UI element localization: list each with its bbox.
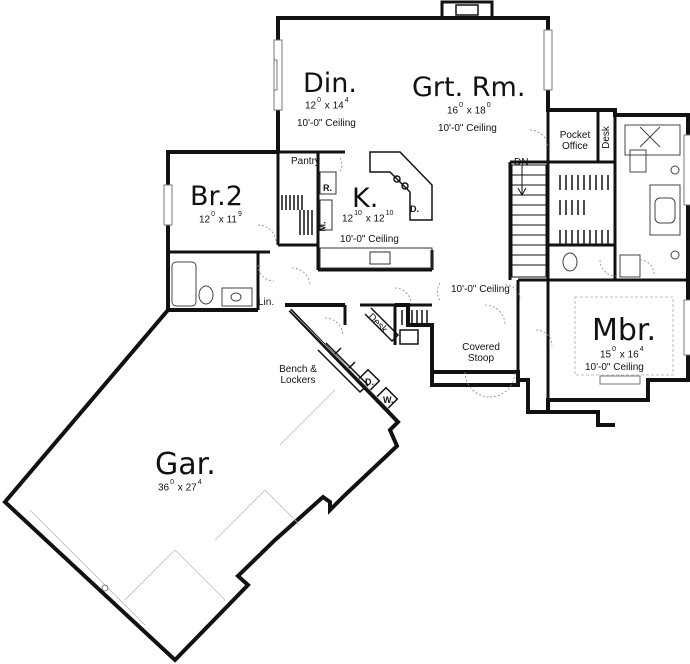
great-room-width: 16	[447, 105, 459, 117]
window-master-bath	[683, 134, 690, 206]
bedroom2-name: Br.2	[190, 181, 243, 212]
stair-down-label: DN	[514, 157, 529, 168]
great-room-name: Grt. Rm.	[412, 72, 526, 103]
pantry-label: Pantry	[291, 156, 320, 167]
stoop-wall	[430, 325, 520, 387]
dining-room-name: Din.	[303, 68, 357, 99]
closet-hatching	[281, 175, 609, 325]
tub-master	[649, 184, 681, 236]
master-bedroom-name: Mbr.	[592, 313, 657, 348]
hall-ceiling-label: 10'-0" Ceiling	[451, 284, 510, 295]
kitchen-dimensions: 1210 x 1210	[342, 210, 394, 225]
washer-label: W.	[383, 395, 394, 405]
master-bedroom-ceiling: 10'-0" Ceiling	[585, 362, 644, 373]
great-room-ceiling: 10'-0" Ceiling	[438, 123, 497, 134]
master-width: 15	[600, 349, 612, 361]
great-room-height-fraction: 0	[486, 102, 491, 109]
toilet-master	[562, 252, 578, 272]
bedroom-wing-outline	[166, 150, 278, 312]
window-master	[683, 299, 690, 356]
dishwasher-label: D.	[410, 204, 419, 214]
vanity-bedroom2	[221, 287, 253, 307]
master-height: 16	[627, 349, 639, 361]
master-width-fraction: 0	[612, 346, 617, 353]
staircase	[511, 164, 547, 278]
dining-height-fraction: 4	[344, 97, 349, 104]
great-room-width-fraction: 0	[459, 102, 464, 109]
kitchen-height: 12	[373, 213, 385, 225]
window-dining	[273, 39, 283, 111]
master-height-fraction: 4	[639, 346, 644, 353]
refrigerator-label: R.	[323, 183, 332, 193]
dryer-label: D.	[365, 377, 374, 387]
dining-height: 14	[332, 100, 344, 112]
dining-width-fraction: 0	[317, 97, 322, 104]
bench-lockers-label: Bench & Lockers	[279, 364, 317, 386]
toilet-bedroom2	[198, 285, 214, 305]
kitchen-width-fraction: 10	[354, 210, 362, 217]
garage-name: Gar.	[155, 447, 216, 482]
garage-dimensions: 360 x 274	[158, 479, 202, 494]
garage-height: 27	[185, 482, 197, 494]
garage-outline	[2, 308, 401, 663]
master-front-wall	[546, 400, 615, 427]
dining-width: 12	[305, 100, 317, 112]
bedroom2-width-fraction: 0	[211, 211, 216, 218]
door-swings	[257, 129, 655, 398]
window-master-front	[599, 375, 641, 385]
closet-master-1	[559, 175, 609, 190]
window-bedroom2	[163, 184, 173, 226]
great-room-height: 18	[474, 105, 486, 117]
closet-mudroom	[401, 310, 428, 325]
window-great-room	[543, 29, 553, 91]
covered-stoop-label: Covered Stoop	[462, 342, 500, 364]
bathtub-bedroom2	[171, 261, 197, 307]
master-ceiling-outline	[574, 296, 674, 376]
closet-bedroom2	[281, 195, 303, 210]
garage-details	[29, 309, 391, 626]
dining-room-ceiling: 10'-0" Ceiling	[297, 118, 356, 129]
garage-width-fraction: 0	[170, 479, 175, 486]
closet-hall	[299, 210, 313, 235]
closet-master-2	[559, 200, 585, 215]
windows	[163, 29, 690, 385]
bedroom2-height: 11	[226, 214, 237, 226]
garage-width: 36	[158, 482, 170, 494]
kitchen-height-fraction: 10	[385, 210, 394, 217]
fireplace	[440, 0, 494, 18]
office-desk-label: Desk	[600, 126, 612, 149]
pocket-office-label: Pocket Office	[559, 130, 591, 152]
kitchen-island	[369, 151, 433, 221]
linen-label: Lin.	[258, 297, 275, 308]
mudroom-fixtures	[317, 307, 419, 412]
closet-master-3	[559, 230, 609, 244]
garage-height-fraction: 4	[197, 479, 202, 486]
shower-master	[624, 124, 681, 156]
bedroom2-dimensions: 120 x 119	[199, 211, 242, 226]
kitchen-name: K.	[352, 183, 379, 214]
exterior-walls	[2, 16, 690, 663]
kitchen-ceiling: 10'-0" Ceiling	[340, 234, 399, 245]
bath-fixtures	[171, 124, 681, 307]
master-bedroom-dimensions: 150 x 164	[600, 346, 644, 361]
kitchen-counters	[319, 171, 433, 269]
microwave-label: M.	[317, 221, 328, 232]
great-room-dimensions: 160 x 180	[447, 102, 491, 117]
kitchen-width: 12	[342, 213, 354, 225]
bedroom2-width: 12	[199, 214, 211, 226]
bedroom2-height-fraction: 9	[237, 211, 242, 218]
dining-room-dimensions: 120 x 144	[305, 97, 349, 112]
